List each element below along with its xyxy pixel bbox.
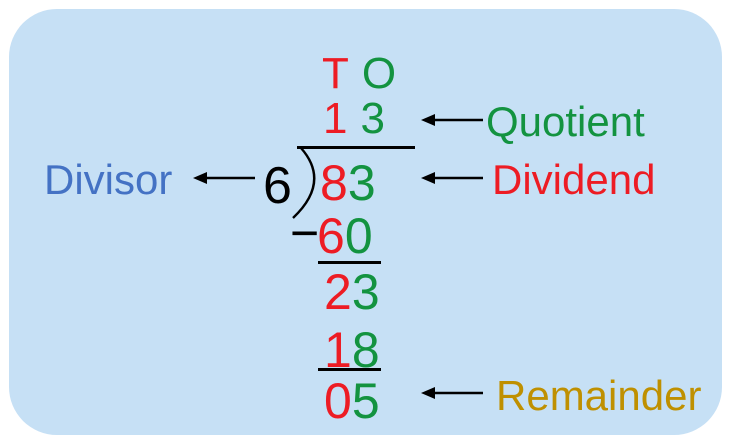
divisor-label: Divisor	[44, 156, 173, 203]
dividend-label: Dividend	[492, 156, 656, 203]
product1-digit-ones: 0	[344, 208, 373, 264]
remainder-digit-ones: 5	[351, 373, 380, 429]
division-bracket-bar	[297, 146, 415, 149]
dividend-digit-ones: 3	[347, 155, 376, 211]
remainder-digit-tens: 0	[324, 373, 352, 429]
divisor-arrow-icon	[193, 170, 255, 186]
remainder-label: Remainder	[496, 372, 702, 419]
remainder-row: 05	[324, 376, 380, 426]
dividend-row: 83	[320, 158, 376, 208]
quotient-arrow-icon	[421, 112, 483, 128]
quotient-label: Quotient	[486, 98, 645, 145]
card-background	[9, 9, 722, 435]
place-value-tens: T	[322, 49, 349, 98]
quotient-digit-ones: 3	[360, 94, 385, 143]
difference1-digit-ones: 3	[351, 264, 380, 320]
divisor-digit: 6	[263, 157, 292, 215]
dividend-digit-tens: 8	[320, 155, 348, 211]
quotient-digit-tens: 1	[323, 94, 348, 143]
product1-digit-tens: 6	[317, 208, 345, 264]
subtraction-line-2	[318, 368, 381, 371]
difference1-digit-tens: 2	[324, 264, 352, 320]
product2-digit-tens: 1	[324, 322, 352, 378]
product2-row: 18	[324, 325, 380, 375]
product1-row: 60	[317, 211, 373, 261]
place-value-ones: O	[361, 49, 397, 98]
minus-sign: −	[290, 205, 320, 261]
division-bracket-curve	[287, 146, 327, 222]
product2-digit-ones: 8	[351, 322, 380, 378]
subtraction-line-1	[318, 261, 381, 264]
difference1-row: 23	[324, 267, 380, 317]
dividend-arrow-icon	[421, 170, 483, 186]
remainder-arrow-icon	[421, 385, 483, 401]
